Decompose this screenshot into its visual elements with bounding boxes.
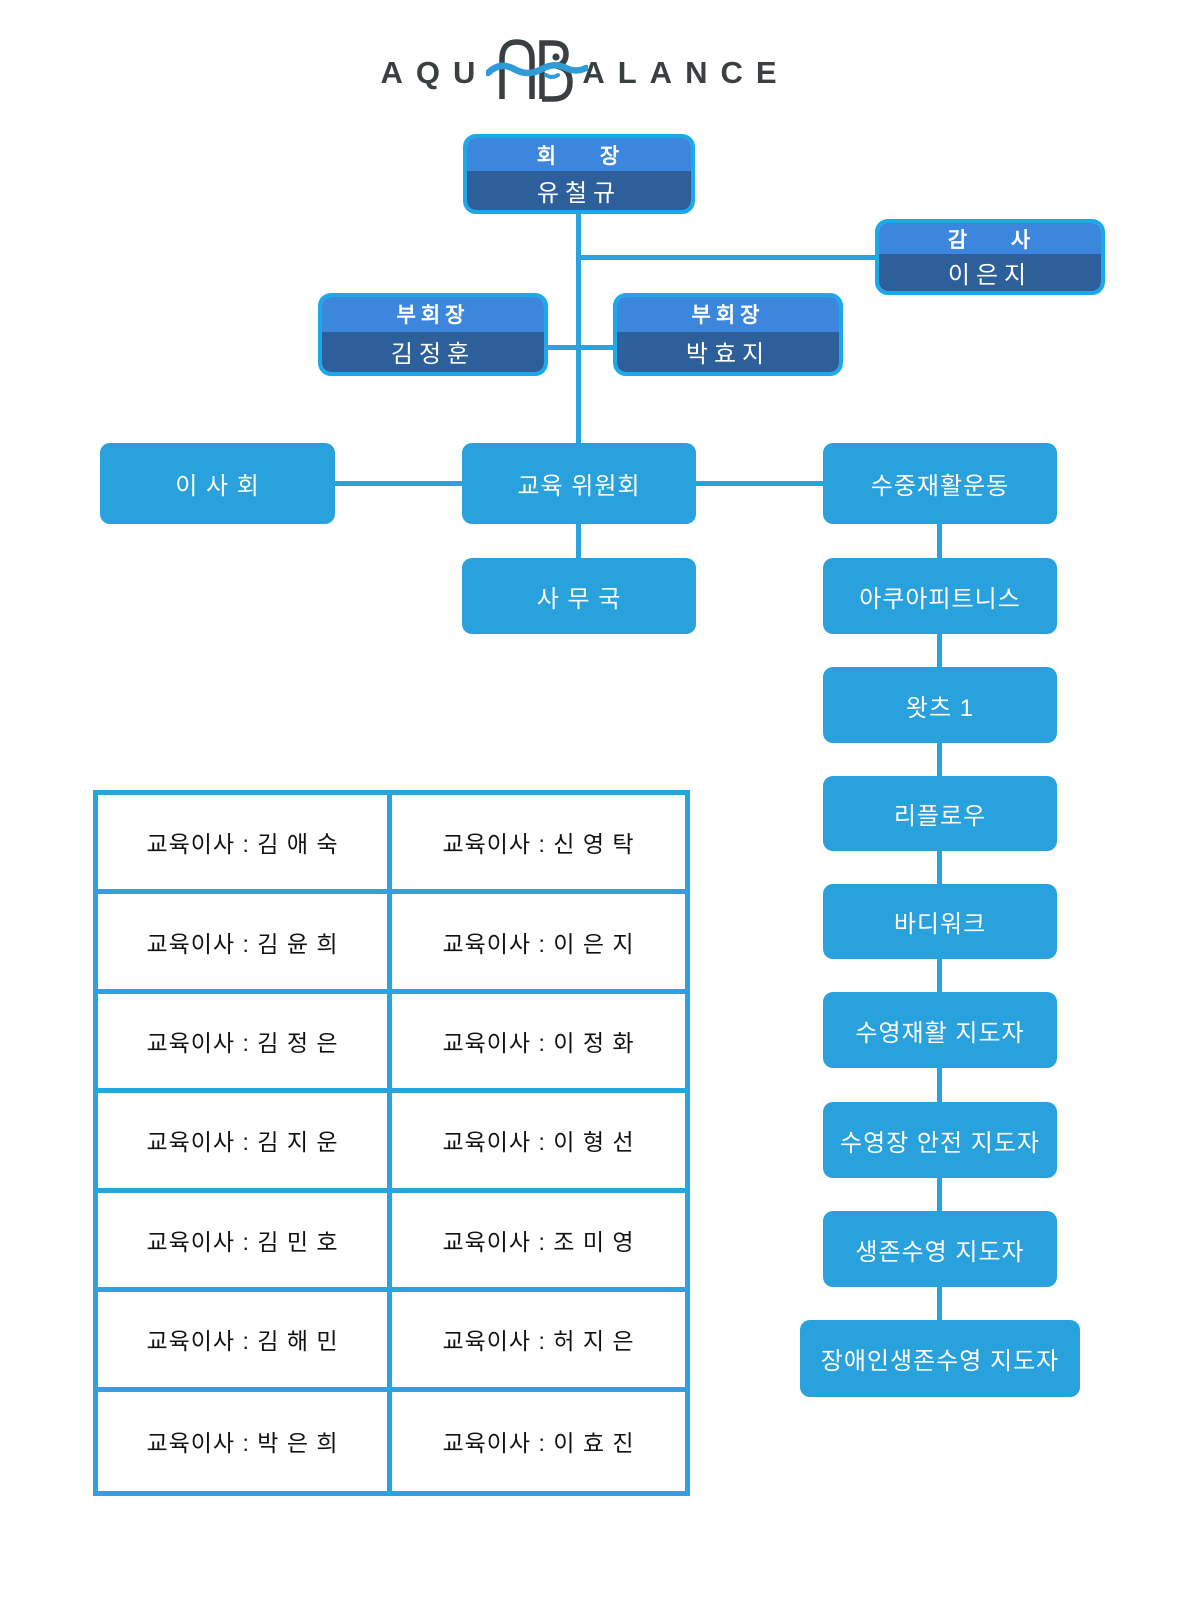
table-cell: 교육이사 : 박 은 희 bbox=[98, 1391, 392, 1491]
program-box-disabled-survival-swim-instructor: 장애인생존수영 지도자 bbox=[800, 1320, 1080, 1397]
vice-chairman-2-box: 부회장 박효지 bbox=[613, 293, 843, 376]
line-chain-2 bbox=[937, 634, 942, 667]
table-cell: 교육이사 : 김 민 호 bbox=[98, 1192, 392, 1293]
line-chain-8 bbox=[937, 1287, 942, 1320]
logo-text-right: ALANCE bbox=[582, 54, 790, 90]
program-box-reflow: 리플로우 bbox=[823, 776, 1057, 851]
program-box-bodywork: 바디워크 bbox=[823, 884, 1057, 959]
program-box-survival-swim-instructor: 생존수영 지도자 bbox=[823, 1211, 1057, 1287]
table-cell: 교육이사 : 이 정 화 bbox=[392, 994, 685, 1094]
logo-text-left: AQU bbox=[380, 54, 489, 90]
program-box-pool-safety-instructor: 수영장 안전 지도자 bbox=[823, 1102, 1057, 1178]
chairman-title: 회 장 bbox=[467, 138, 691, 172]
board-box: 이 사 회 bbox=[100, 443, 335, 524]
chairman-box: 회 장 유철규 bbox=[463, 134, 695, 214]
line-edu-to-secretariat bbox=[576, 524, 581, 558]
line-chain-4 bbox=[937, 851, 942, 884]
vice-chairman-2-title: 부회장 bbox=[617, 297, 839, 332]
table-cell: 교육이사 : 김 정 은 bbox=[98, 993, 392, 1094]
table-cell: 교육이사 : 김 지 운 bbox=[98, 1093, 392, 1193]
aquatic-rehab-box: 수중재활운동 bbox=[823, 443, 1057, 524]
table-cell: 교육이사 : 허 지 은 bbox=[392, 1292, 685, 1392]
vice-chairman-1-name: 김정훈 bbox=[322, 331, 544, 372]
table-cell: 교육이사 : 조 미 영 bbox=[392, 1193, 685, 1293]
auditor-box: 감 사 이은지 bbox=[875, 219, 1105, 295]
education-committee-box: 교육 위원회 bbox=[462, 443, 696, 524]
program-box-watsu-1: 왓츠 1 bbox=[823, 667, 1057, 743]
table-cell: 교육이사 : 이 형 선 bbox=[392, 1093, 685, 1193]
line-edu-to-rehab bbox=[696, 481, 823, 486]
table-cell: 교육이사 : 김 윤 희 bbox=[98, 894, 392, 994]
line-board-to-edu bbox=[335, 481, 462, 486]
swan-ab-monogram-icon bbox=[486, 39, 589, 102]
line-chairman-down bbox=[576, 214, 581, 445]
vice-chairman-1-title: 부회장 bbox=[322, 297, 544, 332]
line-chain-7 bbox=[937, 1178, 942, 1211]
vice-chairman-2-name: 박효지 bbox=[617, 331, 839, 372]
table-cell: 교육이사 : 김 애 숙 bbox=[98, 795, 392, 895]
chairman-name: 유철규 bbox=[467, 171, 691, 210]
line-chain-1 bbox=[937, 524, 942, 558]
line-chain-5 bbox=[937, 959, 942, 992]
line-to-auditor bbox=[578, 255, 875, 260]
table-cell: 교육이사 : 김 해 민 bbox=[98, 1292, 392, 1392]
line-between-vice bbox=[546, 345, 615, 350]
directors-table: 교육이사 : 김 애 숙 교육이사 : 신 영 탁 교육이사 : 김 윤 희 교… bbox=[93, 790, 690, 1496]
program-box-aqua-fitness: 아쿠아피트니스 bbox=[823, 558, 1057, 634]
auditor-title: 감 사 bbox=[879, 223, 1101, 255]
auditor-name: 이은지 bbox=[879, 254, 1101, 291]
line-chain-3 bbox=[937, 743, 942, 776]
table-cell: 교육이사 : 신 영 탁 bbox=[392, 795, 685, 895]
secretariat-box: 사 무 국 bbox=[462, 558, 696, 634]
logo: AQU ALANCE bbox=[380, 36, 777, 108]
table-cell: 교육이사 : 이 은 지 bbox=[392, 894, 685, 994]
table-cell: 교육이사 : 이 효 진 bbox=[442, 1430, 635, 1457]
program-box-swim-rehab-instructor: 수영재활 지도자 bbox=[823, 992, 1057, 1068]
line-chain-6 bbox=[937, 1068, 942, 1102]
vice-chairman-1-box: 부회장 김정훈 bbox=[318, 293, 548, 376]
